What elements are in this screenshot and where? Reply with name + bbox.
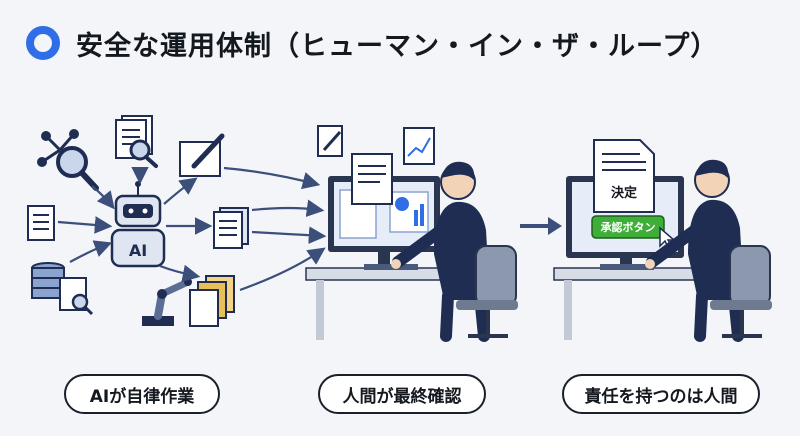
title-ring-icon <box>26 26 60 60</box>
document-icon <box>27 205 55 241</box>
approve-button <box>591 215 665 239</box>
database-search-icon <box>31 262 94 316</box>
approver-person-figure <box>645 159 772 342</box>
decision-document-icon <box>593 139 655 213</box>
network-search-icon <box>37 129 99 191</box>
stacked-files-icon <box>189 275 235 327</box>
approval-flow-arrow <box>520 217 562 235</box>
pen-paper-icon <box>179 133 225 177</box>
form-document-icon <box>213 207 249 249</box>
page-title: 安全な運用体制（ヒューマン・イン・ザ・ループ） <box>76 31 719 62</box>
ai-robot-icon <box>110 181 166 268</box>
step-label-human-responsibility: 責任を持つのは人間 <box>562 374 760 414</box>
step-label-human-review: 人間が最終確認 <box>318 374 486 414</box>
input-flow-arrows <box>57 166 327 292</box>
documents-search-icon <box>115 115 158 168</box>
decision-label: 決定 <box>611 185 637 201</box>
approve-button-label: 承認ボタン <box>601 220 656 234</box>
chart-document-icon <box>403 127 435 165</box>
reviewer-person-figure <box>391 161 518 342</box>
robot-ai-label: AI <box>129 241 147 260</box>
review-document-icon <box>351 153 393 205</box>
step-label-ai-work: AIが自律作業 <box>64 374 220 414</box>
robot-arm-icon <box>142 278 192 326</box>
pen-document-icon <box>317 125 343 157</box>
